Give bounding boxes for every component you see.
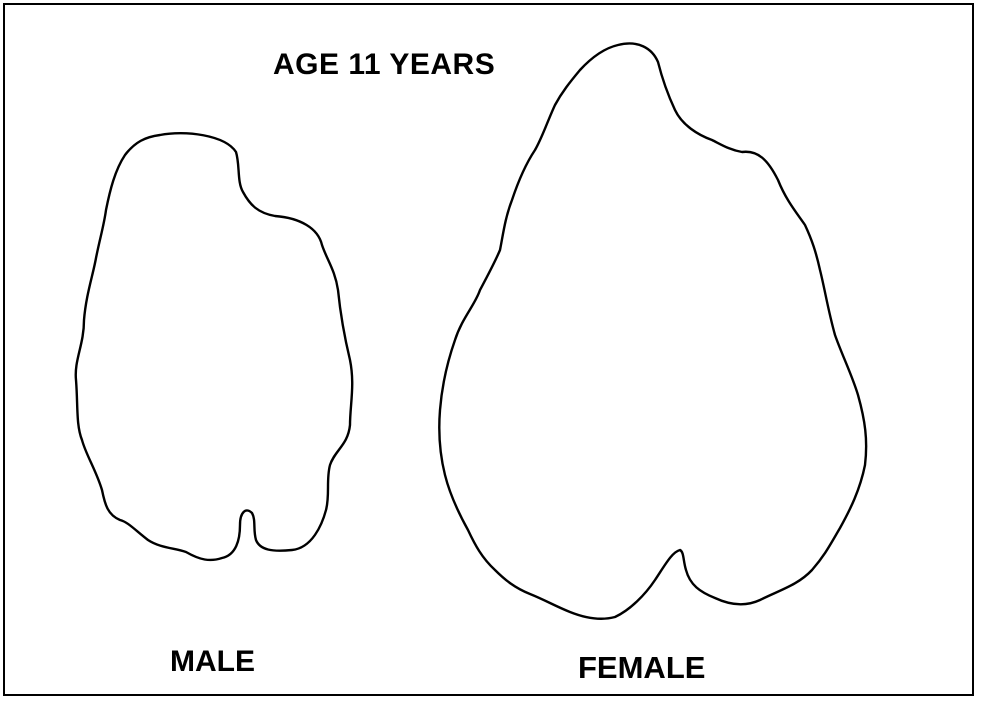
male-outline [76, 133, 352, 560]
female-outline [439, 44, 866, 619]
male-label: MALE [170, 645, 255, 679]
figure-title: AGE 11 YEARS [273, 48, 495, 82]
female-label: FEMALE [578, 650, 705, 686]
